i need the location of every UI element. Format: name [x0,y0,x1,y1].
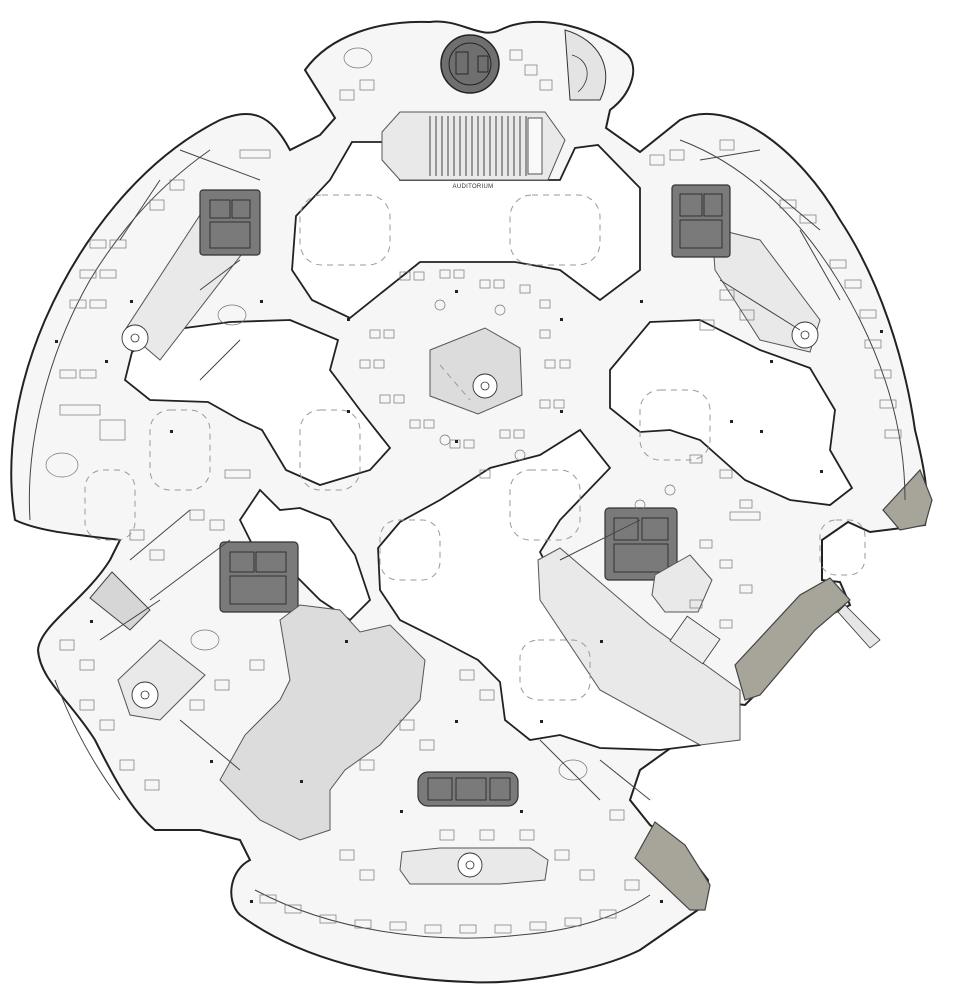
stair-rotunda [440,34,500,94]
dashed-edges [84,194,866,701]
terrace-southeast [734,577,851,701]
terrace-south [634,821,711,911]
south-core [417,771,519,807]
sw-atrium [117,541,299,721]
partitions [99,149,841,801]
auditorium-label: AUDITORIUM [453,184,494,190]
entry-stair [564,29,607,101]
east-bridge [837,604,881,649]
void-east [609,319,854,506]
central-atrium [429,327,523,415]
terrace-west [89,571,151,631]
sw-lightcourt [219,604,426,841]
nw-atrium [121,189,261,361]
terrace-east [882,468,933,531]
furniture [45,47,902,934]
se-external-stair [669,615,721,665]
south-atrium [399,847,549,885]
auditorium: AUDITORIUM [381,111,566,190]
columns [55,290,883,903]
ne-atrium [671,184,821,353]
se-atrium [537,507,741,746]
